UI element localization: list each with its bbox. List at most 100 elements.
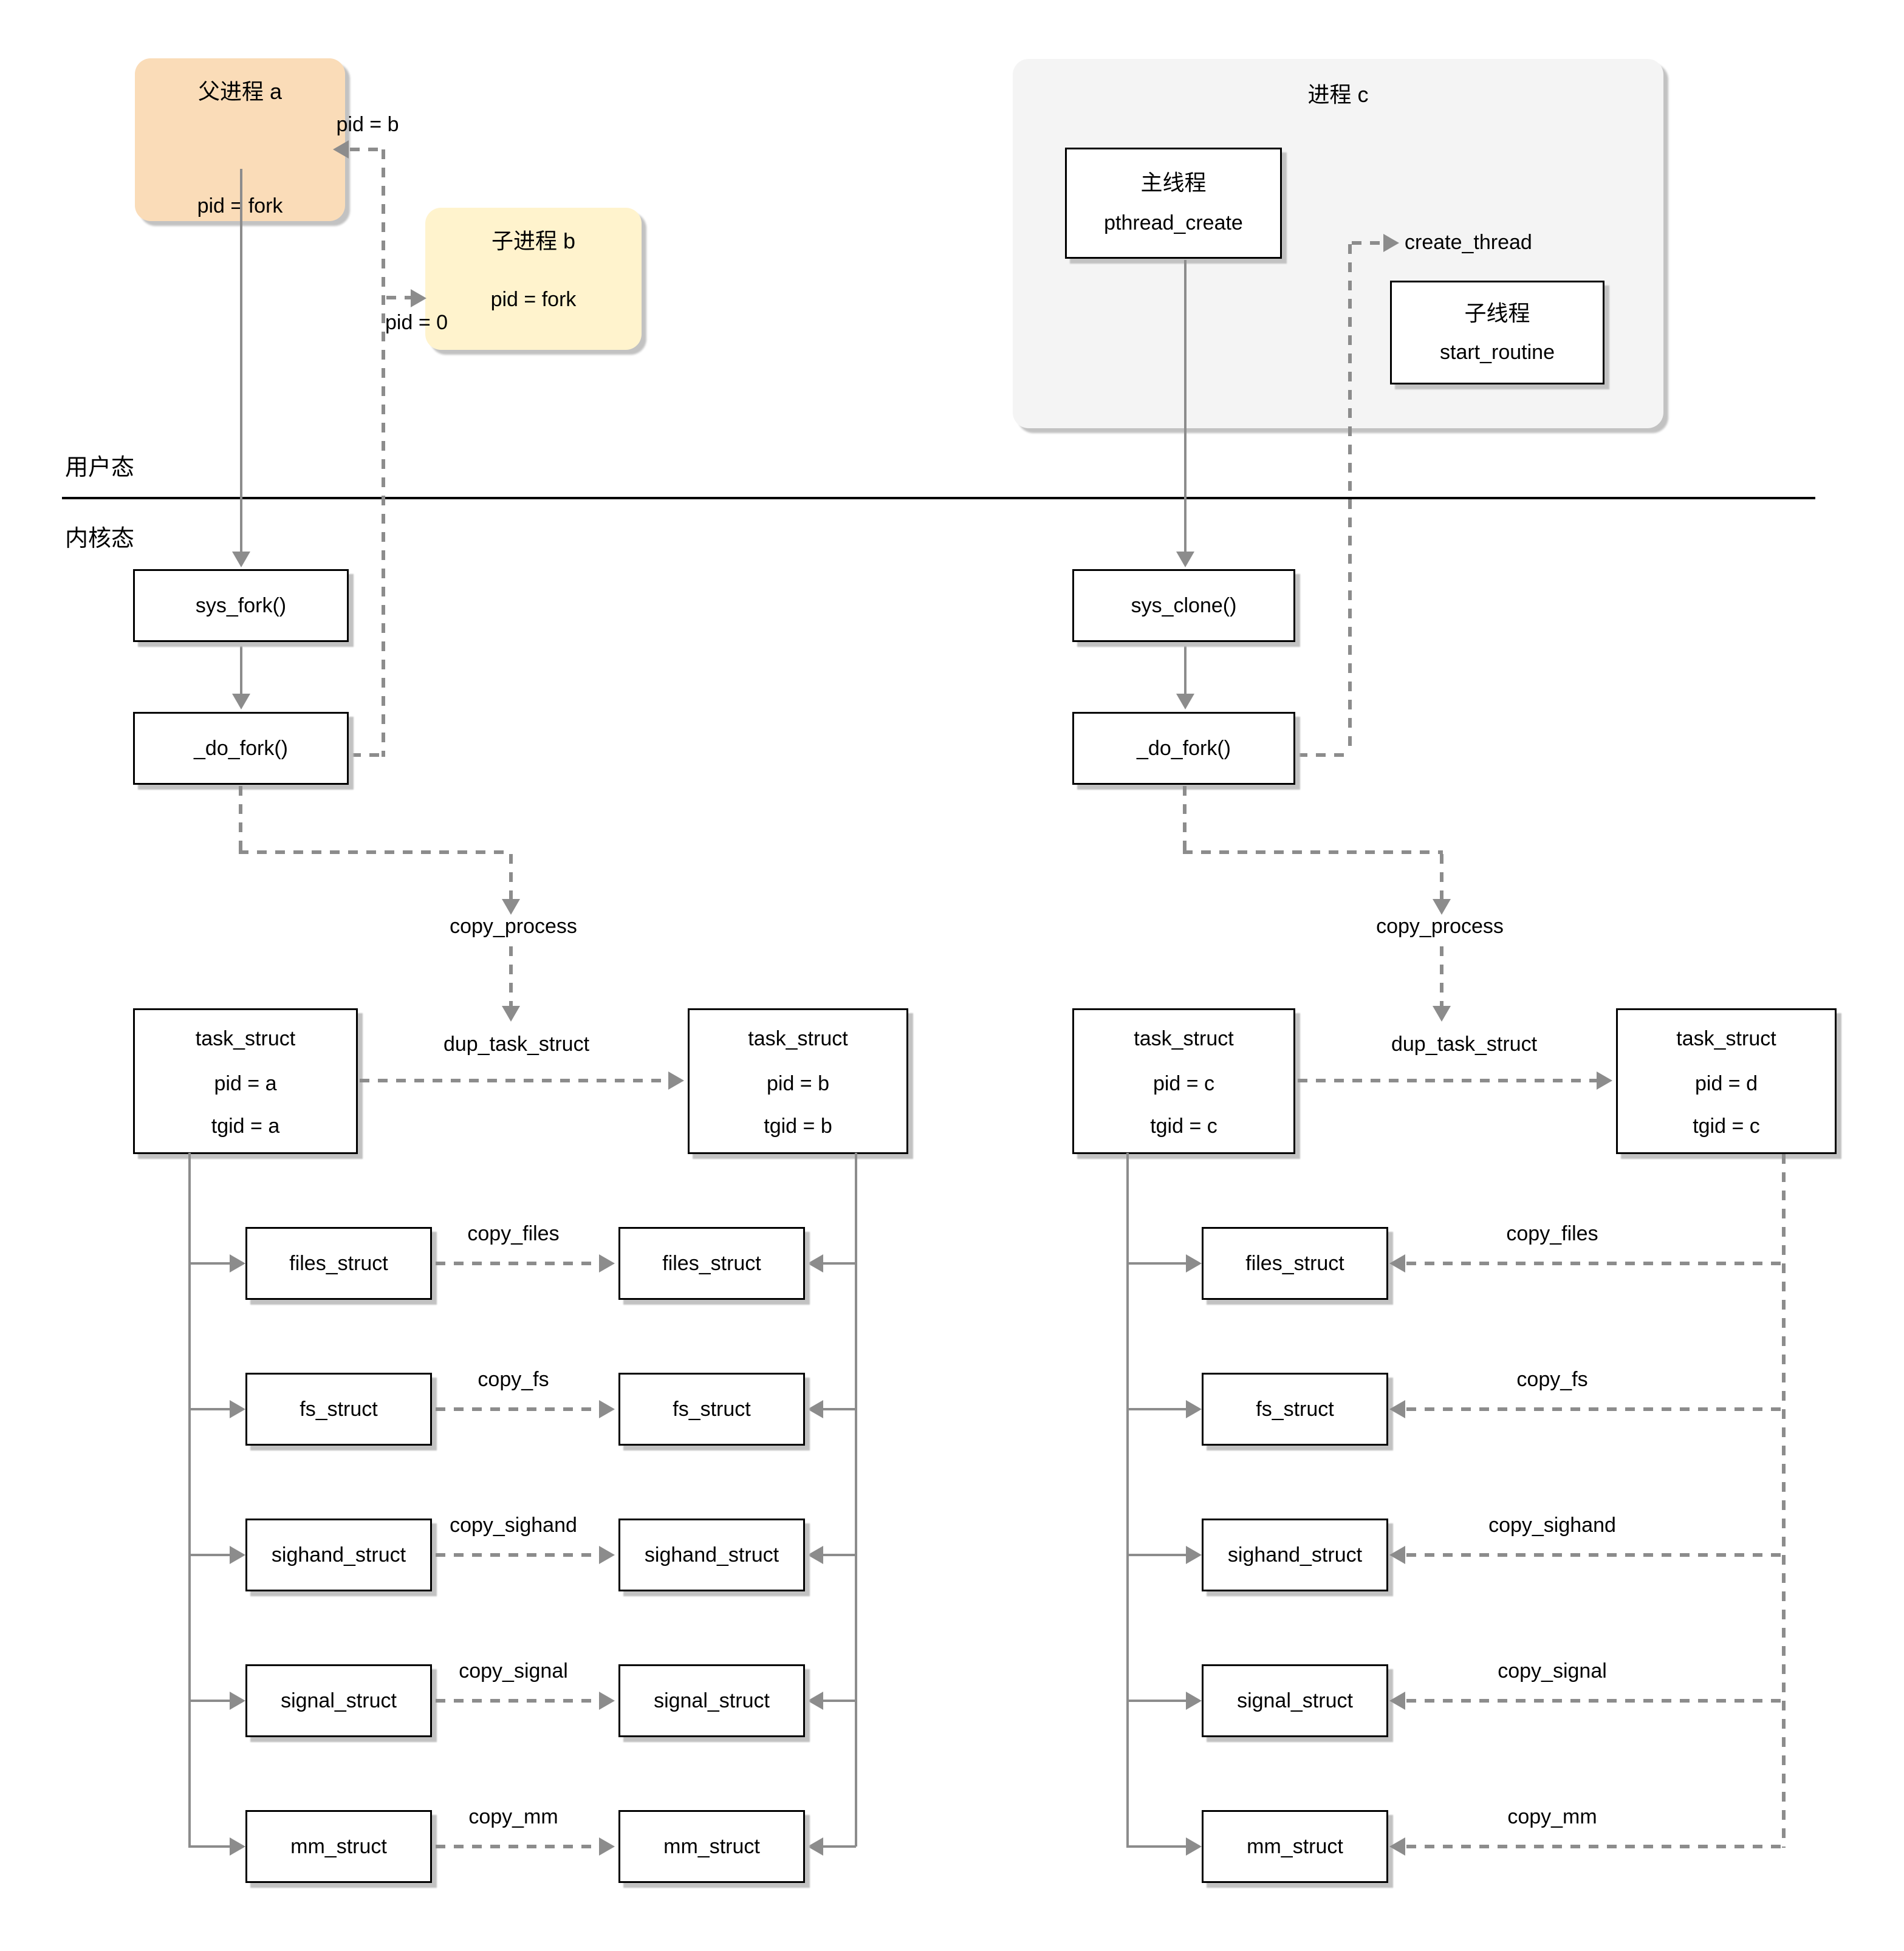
signal-struct-src-label: signal_struct — [281, 1689, 397, 1712]
child-thread-box: 子线程 start_routine — [1390, 281, 1604, 384]
task-struct-parent-box: task_struct pid = a tgid = a — [133, 1008, 358, 1154]
dup-task-arrow-line-left — [360, 1079, 668, 1082]
spine-branch-arrowhead — [230, 1254, 245, 1273]
pid-0-label: pid = 0 — [385, 311, 448, 334]
parent-struct-spine — [188, 1153, 191, 1847]
fs-struct-src-box: fs_struct — [245, 1373, 432, 1446]
spine-branch-arrowhead — [230, 1692, 245, 1710]
copy-mm-arrow-right — [1406, 1845, 1783, 1848]
sys-clone-label: sys_clone() — [1131, 593, 1237, 617]
create-thread-label: create_thread — [1405, 231, 1532, 254]
spine-branch-arrowhead — [230, 1837, 245, 1856]
files-struct-src-label: files_struct — [289, 1251, 388, 1275]
copy-signal-label-left: copy_signal — [459, 1659, 568, 1683]
dup-task-arrow-line-right — [1298, 1079, 1597, 1082]
spine-branch-arrowhead — [1186, 1837, 1202, 1856]
fs-struct-dst-box: fs_struct — [618, 1373, 805, 1446]
task-struct-parent-tgid: tgid = a — [211, 1115, 280, 1138]
spine-branch-arrowhead — [1186, 1546, 1202, 1564]
duptask-arrowhead-right — [1433, 1006, 1451, 1022]
dofork-copyprocess-line-2-right — [1183, 850, 1443, 854]
copy-fs-arrowhead-left — [599, 1400, 615, 1418]
spine-branch-arrowhead — [807, 1254, 823, 1273]
copy-sighand-arrow-right — [1406, 1553, 1783, 1557]
child-thread-title: 子线程 — [1464, 301, 1530, 326]
do-fork-label-right: _do_fork() — [1137, 736, 1231, 760]
signal-struct-box-right: signal_struct — [1202, 1664, 1388, 1737]
copy-files-label-left: copy_files — [467, 1222, 560, 1245]
copy-files-arrowhead-right — [1389, 1254, 1405, 1273]
dup-task-arrowhead2-left — [668, 1071, 684, 1090]
task-struct-child-pid: pid = b — [766, 1072, 830, 1095]
sighand-struct-label-right: sighand_struct — [1227, 1543, 1363, 1567]
main-thread-box: 主线程 pthread_create — [1065, 148, 1282, 259]
kernel-mode-label: 内核态 — [65, 526, 135, 552]
dup-task-arrowhead2-right — [1597, 1071, 1612, 1090]
mm-struct-src-label: mm_struct — [290, 1834, 387, 1858]
mainthread-to-sysclone-line — [1184, 260, 1187, 554]
create-thread-arrowhead — [1383, 234, 1399, 252]
child-thread-body: start_routine — [1440, 341, 1555, 364]
mainthread-to-sysclone-arrowhead — [1176, 552, 1194, 567]
new-task-dashed-spine — [1782, 1154, 1786, 1848]
signal-struct-dst-label: signal_struct — [654, 1689, 770, 1712]
copy-sighand-label-right: copy_sighand — [1488, 1514, 1616, 1537]
dofork-copyprocess-line-1 — [239, 786, 242, 853]
mm-struct-src-box: mm_struct — [245, 1810, 432, 1883]
return-to-child-arrowhead — [411, 289, 426, 307]
copy-signal-arrowhead-right — [1389, 1692, 1405, 1710]
dup-task-struct-label-right: dup_task_struct — [1391, 1033, 1538, 1056]
dofork-copyprocess-line-1-right — [1183, 786, 1187, 853]
pid-b-label: pid = b — [336, 113, 399, 136]
copy-fs-label-left: copy_fs — [478, 1368, 549, 1391]
sysclone-to-dofork-line — [1184, 644, 1187, 695]
process-c-title: 进程 c — [1307, 82, 1369, 107]
spine-branch — [1126, 1262, 1187, 1265]
mm-struct-label-right: mm_struct — [1247, 1834, 1343, 1858]
spine-branch — [1126, 1408, 1187, 1410]
copyprocess-duptask-line-left — [509, 946, 513, 1007]
main-struct-spine — [1126, 1153, 1129, 1847]
return-to-parent-line — [350, 148, 382, 151]
copy-signal-label-right: copy_signal — [1498, 1659, 1607, 1683]
main-thread-body: pthread_create — [1104, 211, 1243, 234]
user-mode-label: 用户态 — [65, 455, 135, 480]
copy-fs-arrowhead-right — [1389, 1400, 1405, 1418]
parent-process-title: 父进程 a — [197, 79, 283, 104]
parent-to-sysfork-line — [240, 169, 242, 554]
task-struct-parent-pid: pid = a — [214, 1072, 277, 1095]
spine-branch — [188, 1554, 232, 1556]
files-struct-src-box: files_struct — [245, 1227, 432, 1300]
parent-to-sysfork-arrowhead — [232, 552, 250, 567]
copy-signal-arrowhead-left — [599, 1692, 615, 1710]
child-process-box: 子进程 b pid = fork — [425, 208, 642, 350]
sighand-struct-src-box: sighand_struct — [245, 1519, 432, 1591]
dofork-create-elbow — [1298, 753, 1350, 757]
sys-fork-box: sys_fork() — [133, 569, 349, 642]
task-struct-new-title: task_struct — [1676, 1027, 1776, 1050]
spine-branch — [188, 1262, 232, 1265]
signal-struct-label-right: signal_struct — [1237, 1689, 1353, 1712]
task-struct-main-tgid: tgid = c — [1150, 1115, 1217, 1138]
copy-sighand-arrowhead-left — [599, 1546, 615, 1564]
copy-mm-label-left: copy_mm — [468, 1805, 558, 1828]
do-fork-box-right: _do_fork() — [1072, 712, 1295, 785]
do-fork-return-elbow — [351, 753, 383, 757]
fs-struct-dst-label: fs_struct — [673, 1397, 751, 1421]
main-thread-title: 主线程 — [1140, 170, 1207, 195]
spine-branch — [822, 1262, 856, 1265]
spine-branch — [822, 1700, 856, 1702]
copy-sighand-label-left: copy_sighand — [450, 1514, 577, 1537]
copy-process-label-right: copy_process — [1376, 915, 1504, 938]
task-struct-main-title: task_struct — [1134, 1027, 1234, 1050]
copy-fs-label-right: copy_fs — [1516, 1368, 1588, 1391]
do-fork-label-left: _do_fork() — [194, 736, 288, 760]
task-struct-child-box: task_struct pid = b tgid = b — [688, 1008, 908, 1154]
mm-struct-dst-label: mm_struct — [663, 1834, 760, 1858]
files-struct-dst-box: files_struct — [618, 1227, 805, 1300]
copy-mm-label-right: copy_mm — [1507, 1805, 1597, 1828]
spine-branch-arrowhead — [1186, 1692, 1202, 1710]
task-struct-new-box: task_struct pid = d tgid = c — [1616, 1008, 1837, 1154]
spine-branch-arrowhead — [230, 1546, 245, 1564]
spine-branch — [822, 1845, 856, 1848]
